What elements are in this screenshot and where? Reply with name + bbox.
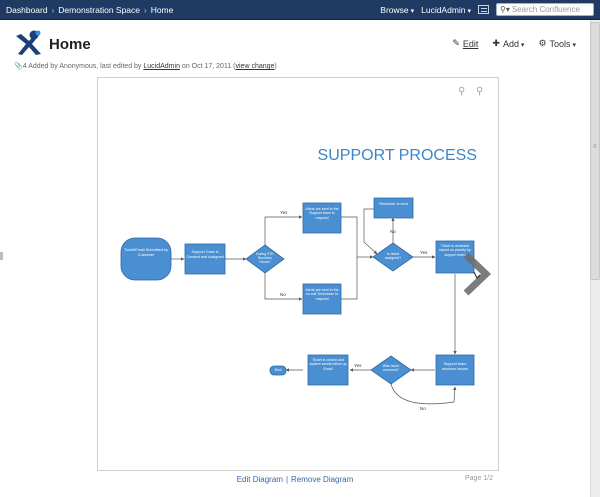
node-closed-text: Ticket is closed and system sends follow… [309, 358, 347, 371]
node-end-text: End [274, 368, 282, 372]
edit-button[interactable]: ✎ Edit [452, 38, 478, 49]
zoom-in-icon[interactable]: ⚲ [476, 86, 484, 97]
resize-handle[interactable] [0, 252, 3, 260]
node-assigned [372, 242, 414, 272]
node-alert-tech-text: Alerts are sent to the on-call Technicia… [305, 288, 339, 301]
node-reminder-text: Reminder is sent [379, 202, 408, 206]
scrollbar-thumb[interactable] [590, 22, 600, 280]
attachment-icon: 📎 [14, 63, 23, 70]
node-resolves [435, 354, 475, 386]
meta-text: Added by Anonymous, last edited by [28, 63, 142, 70]
edge-sla-tech [264, 273, 303, 301]
node-alert-team [302, 202, 342, 234]
scroll-grip-icon: ≡ [593, 144, 597, 150]
tools-label: Tools [550, 39, 576, 49]
view-change-link[interactable]: view change [235, 63, 275, 70]
attachment-count: 4 [22, 63, 27, 70]
edge-resolved-loop [390, 383, 457, 405]
diagram-footer: Edit Diagram|Remove Diagram [0, 475, 590, 484]
page-title: Home [49, 36, 91, 53]
node-alert-tech [302, 283, 342, 315]
node-start-text: Ticket/Email Submitted by Customer [124, 248, 168, 257]
label-no-1: No [280, 292, 286, 297]
header-bar: Dashboard › Demonstration Space › Home B… [0, 0, 600, 20]
space-logo-icon [16, 30, 41, 55]
page-metadata: 📎4 Added by Anonymous, last edited by Lu… [14, 63, 277, 70]
node-resolves-text: Support team resolves Issues [441, 362, 469, 371]
search-placeholder: Search Confluence [511, 5, 580, 14]
label-no-2: No [390, 229, 396, 234]
breadcrumb-home[interactable]: Home [150, 5, 174, 15]
next-page-chevron-icon[interactable] [463, 252, 492, 296]
node-case [184, 243, 226, 275]
search-input[interactable]: ⚲▾ Search Confluence [496, 3, 594, 16]
edit-diagram-link[interactable]: Edit Diagram [236, 475, 283, 484]
pencil-icon: ✎ [452, 38, 460, 48]
node-start [120, 237, 172, 281]
tools-menu[interactable]: ⚙ Tools [538, 38, 576, 49]
node-reminder [373, 197, 414, 219]
breadcrumb-separator-icon: › [144, 5, 147, 15]
page-indicator: Page 1/2 [465, 475, 494, 482]
add-label: Add [503, 39, 524, 49]
breadcrumb-dashboard[interactable]: Dashboard [6, 5, 48, 15]
label-no-3: No [420, 406, 426, 411]
node-closed [307, 354, 349, 386]
node-resolved [370, 355, 412, 385]
meta-date: on Oct 17, 2011 [181, 63, 232, 70]
plus-icon: ✚ [492, 38, 500, 48]
add-menu[interactable]: ✚ Add [492, 38, 524, 49]
meta-user-link[interactable]: LucidAdmin [143, 63, 180, 70]
edge-reminder-loop [363, 208, 378, 255]
node-alert-team-text: Alerts are sent to the Support team to r… [305, 207, 339, 220]
node-end [269, 365, 287, 376]
support-process-diagram: SUPPORT PROCESS Yes No No Yes Yes No [120, 147, 492, 411]
diagram-title: SUPPORT PROCESS [318, 147, 477, 164]
label-yes-2: Yes [420, 250, 428, 255]
breadcrumb-space[interactable]: Demonstration Space [58, 5, 141, 15]
tasks-icon[interactable] [478, 5, 489, 14]
breadcrumb: Dashboard › Demonstration Space › Home [6, 5, 173, 15]
node-sla-text: During STD Business Hours? [256, 252, 274, 264]
edge-sla-team [264, 215, 303, 245]
node-case-text: Support Case is Created and Assigned [186, 250, 224, 259]
edge-merge [341, 216, 358, 300]
browse-menu[interactable]: Browse [380, 5, 414, 15]
label-yes-3: Yes [354, 363, 362, 368]
label-yes-1: Yes [280, 210, 288, 215]
diagram-viewer[interactable]: ⚲ ⚲ SUPPORT PROCESS [97, 77, 499, 471]
gear-icon: ⚙ [538, 38, 547, 48]
node-resolved-text: Was issue resolved? [382, 364, 400, 373]
footer-separator: | [285, 475, 289, 484]
remove-diagram-link[interactable]: Remove Diagram [291, 475, 354, 484]
breadcrumb-separator-icon: › [51, 5, 55, 15]
node-reviewed-text: Ticket is reviewed based on priority by … [439, 244, 471, 257]
node-sla [245, 244, 285, 274]
zoom-out-icon[interactable]: ⚲ [458, 86, 466, 97]
search-icon: ⚲▾ [500, 5, 510, 14]
edit-label: Edit [462, 38, 479, 49]
node-assigned-text: Is ticket assigned? [384, 252, 402, 261]
user-menu[interactable]: LucidAdmin [421, 5, 471, 15]
